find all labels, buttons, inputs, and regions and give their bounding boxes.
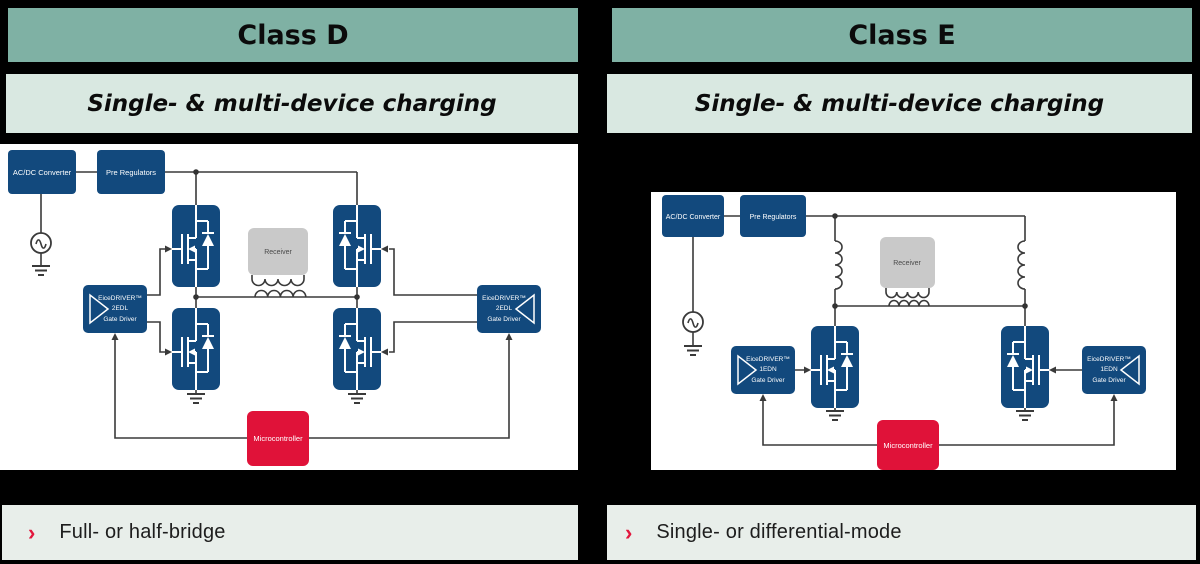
mosfet-low-side-right	[333, 308, 381, 390]
column-class-e: Class E Single- & multi-device charging	[605, 0, 1200, 564]
class-e-circuit-diagram: AC/DC Converter Pre Regulators Receiver	[605, 144, 1200, 470]
mosfet-left	[810, 325, 860, 409]
svg-text:Gate Driver: Gate Driver	[103, 316, 137, 323]
svg-text:1EDN: 1EDN	[1100, 366, 1118, 373]
pre-regulators-block: Pre Regulators	[740, 195, 806, 237]
pre-regulators-block: Pre Regulators	[97, 150, 165, 194]
class-d-subtitle: Single- & multi-device charging	[87, 90, 497, 117]
junction-dot	[354, 294, 360, 300]
class-d-circuit-diagram: AC/DC Converter Pre Regulators Receiver	[0, 144, 578, 470]
class-d-subheader: Single- & multi-device charging	[6, 74, 578, 133]
microcontroller-block: Microcontroller	[877, 420, 939, 470]
class-d-title: Class D	[237, 19, 349, 51]
class-e-feature-bar: › Single- or differential-mode	[607, 505, 1196, 560]
gate-arrow	[165, 245, 172, 253]
microcontroller-block: Microcontroller	[247, 411, 309, 466]
chevron-right-icon: ›	[625, 519, 633, 545]
acdc-converter-block: AC/DC Converter	[8, 150, 76, 194]
receiver-block: Receiver	[880, 237, 935, 299]
svg-text:1EDN: 1EDN	[759, 366, 777, 373]
signal-arrow	[759, 394, 767, 401]
class-d-wires	[40, 169, 513, 439]
svg-text:Microcontroller: Microcontroller	[883, 441, 933, 450]
svg-text:Gate Driver: Gate Driver	[487, 316, 521, 323]
svg-text:Gate Driver: Gate Driver	[751, 377, 785, 384]
svg-text:EiceDRIVER™: EiceDRIVER™	[746, 356, 790, 363]
inductor-icon	[1017, 240, 1026, 290]
mosfet-high-side-left	[171, 204, 221, 288]
junction-dot	[832, 213, 838, 219]
receiver-block: Receiver	[248, 228, 308, 287]
transmitter-coil-icon	[254, 289, 307, 298]
gate-driver-left-block: EiceDRIVER™ 2EDL Gate Driver	[83, 285, 147, 333]
column-class-d: Class D Single- & multi-device charging	[0, 0, 578, 564]
junction-dot	[193, 169, 199, 175]
driver-triangle-icon	[514, 293, 535, 325]
class-d-feature-text: Full- or half-bridge	[59, 521, 226, 543]
svg-text:EiceDRIVER™: EiceDRIVER™	[98, 295, 142, 302]
class-e-subheader: Single- & multi-device charging	[607, 74, 1192, 133]
gate-arrow	[381, 348, 388, 356]
mosfet-right	[1001, 326, 1049, 408]
coil-lead	[885, 288, 930, 292]
driver-triangle-icon	[89, 293, 110, 325]
class-d-circuit-svg: AC/DC Converter Pre Regulators Receiver	[0, 144, 578, 470]
signal-arrow	[111, 333, 119, 340]
svg-text:AC/DC Converter: AC/DC Converter	[13, 168, 72, 177]
svg-text:EiceDRIVER™: EiceDRIVER™	[1087, 356, 1131, 363]
gate-arrow	[1049, 366, 1056, 374]
ac-source-icon	[682, 311, 704, 333]
class-e-title: Class E	[848, 19, 956, 51]
signal-arrow	[1110, 394, 1118, 401]
svg-text:Receiver: Receiver	[893, 260, 921, 267]
svg-text:EiceDRIVER™: EiceDRIVER™	[482, 295, 526, 302]
receiver-coil-icon	[885, 291, 930, 299]
junction-dot	[832, 303, 838, 309]
class-e-subtitle: Single- & multi-device charging	[694, 90, 1105, 117]
svg-text:Pre Regulators: Pre Regulators	[750, 214, 797, 221]
driver-triangle-icon	[1119, 354, 1140, 386]
svg-text:2EDL: 2EDL	[112, 305, 129, 312]
class-d-header: Class D	[8, 8, 578, 62]
chevron-right-icon: ›	[28, 519, 36, 545]
svg-text:2EDL: 2EDL	[496, 305, 513, 312]
mosfet-low-side-left	[171, 307, 221, 391]
junction-dot	[1022, 303, 1028, 309]
ac-source-icon	[30, 232, 52, 254]
gate-driver-right-block: EiceDRIVER™ 1EDN Gate Driver	[1082, 346, 1146, 394]
inductor-icon	[834, 240, 843, 290]
gate-arrow	[804, 366, 811, 374]
svg-text:Gate Driver: Gate Driver	[1092, 377, 1126, 384]
class-d-feature-bar: › Full- or half-bridge	[2, 505, 578, 560]
gate-arrow	[165, 348, 172, 356]
transmitter-coil-icon	[888, 299, 930, 307]
svg-text:Microcontroller: Microcontroller	[253, 434, 303, 443]
junction-dot	[193, 294, 199, 300]
driver-triangle-icon	[737, 354, 758, 386]
acdc-converter-block: AC/DC Converter	[662, 195, 724, 237]
svg-text:Pre Regulators: Pre Regulators	[106, 168, 156, 177]
receiver-coil-icon	[251, 278, 305, 287]
gate-arrow	[381, 245, 388, 253]
gate-driver-right-block: EiceDRIVER™ 2EDL Gate Driver	[477, 285, 541, 333]
mosfet-high-side-right	[333, 205, 381, 287]
svg-text:Receiver: Receiver	[264, 249, 292, 256]
class-e-wires	[692, 213, 1118, 446]
svg-text:AC/DC Converter: AC/DC Converter	[666, 214, 721, 221]
class-e-header: Class E	[612, 8, 1192, 62]
class-e-feature-text: Single- or differential-mode	[656, 521, 902, 543]
coil-lead	[251, 275, 305, 279]
class-e-circuit-svg: AC/DC Converter Pre Regulators Receiver	[651, 192, 1176, 470]
signal-arrow	[505, 333, 513, 340]
gate-driver-left-block: EiceDRIVER™ 1EDN Gate Driver	[731, 346, 795, 394]
